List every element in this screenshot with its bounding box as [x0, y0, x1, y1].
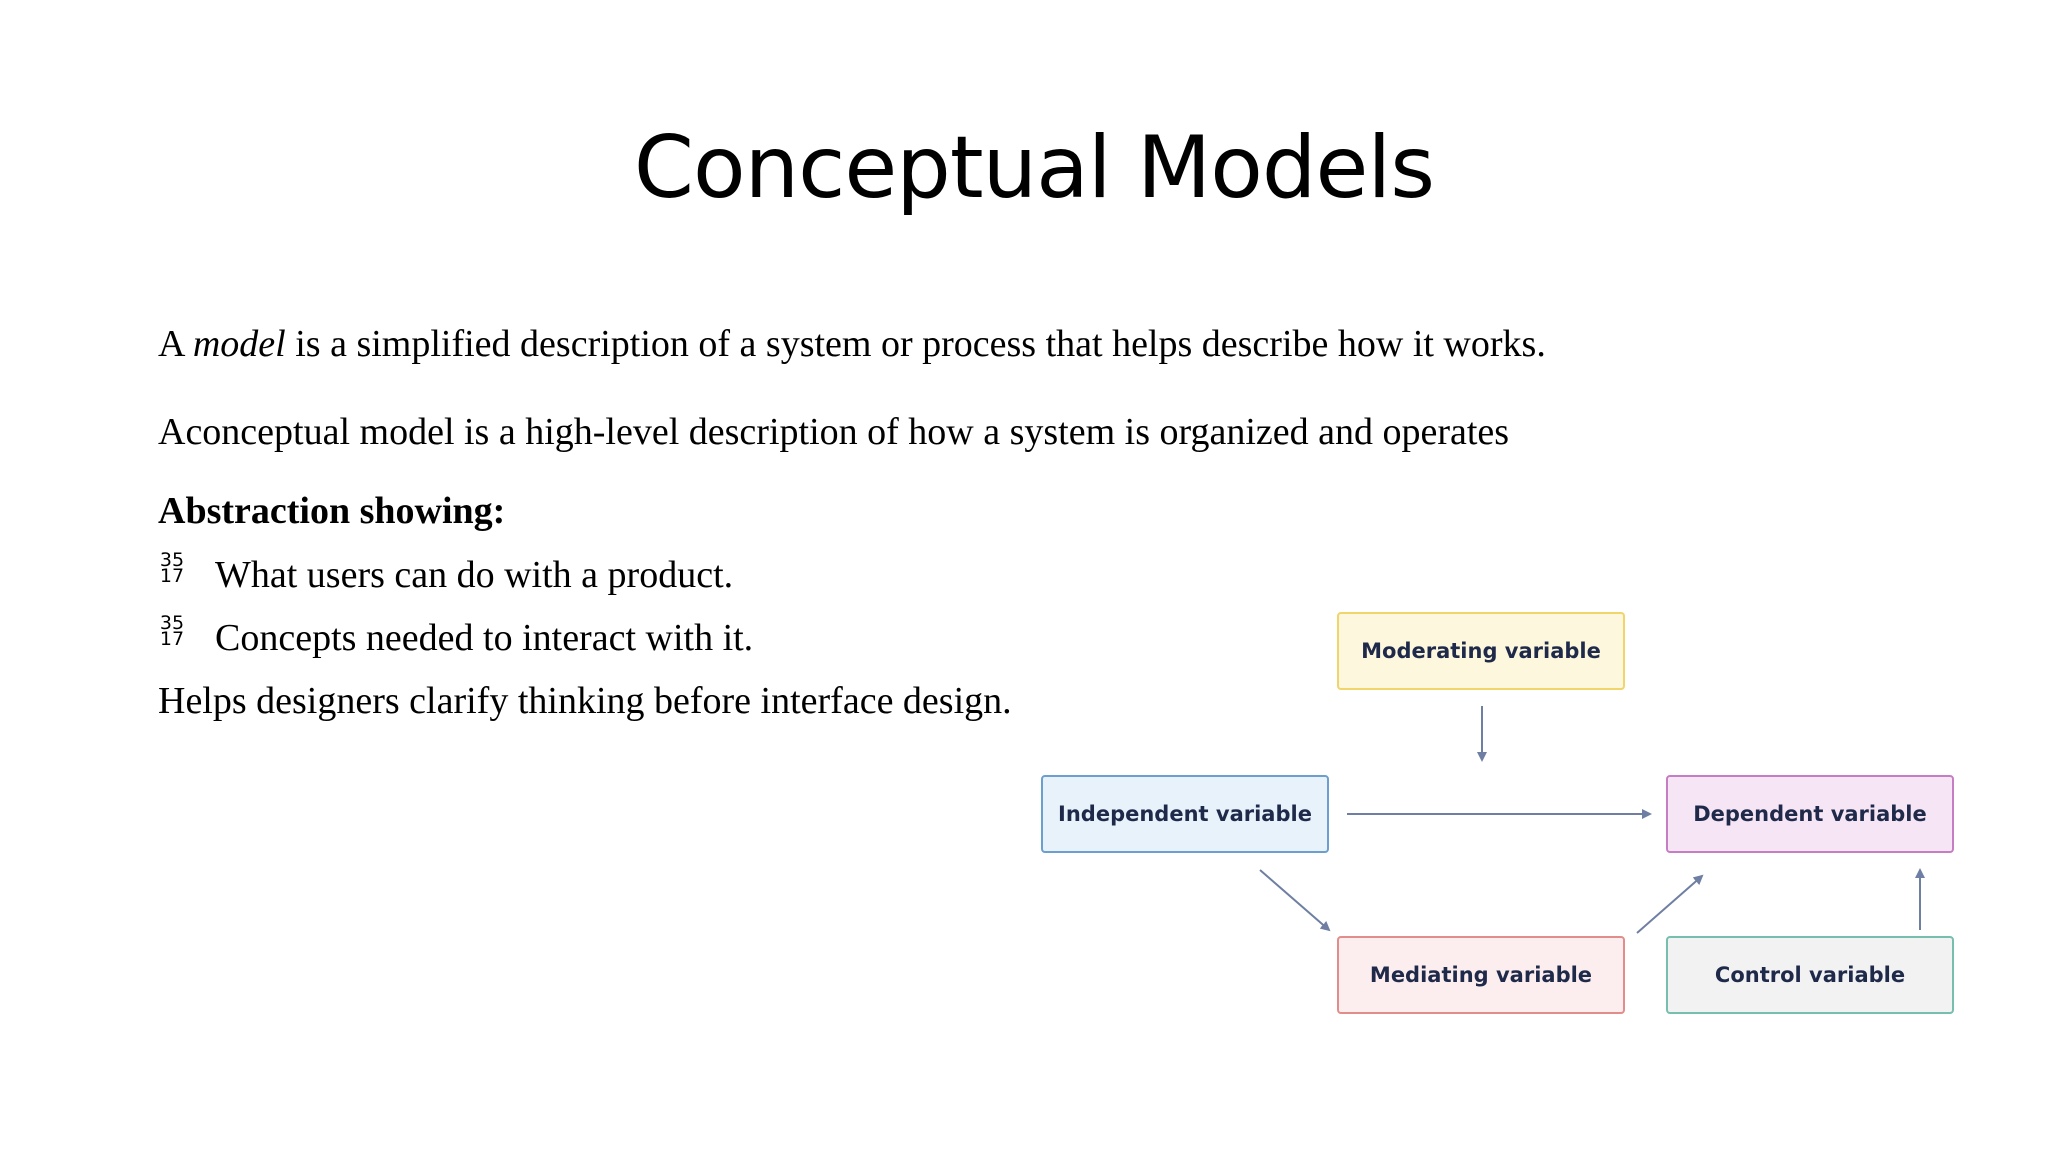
diagram-arrows: [1259, 706, 1925, 934]
mediating-variable-node: Mediating variable: [1337, 936, 1625, 1014]
bullet-marker-top: 35: [159, 549, 185, 571]
bullet-marker-bottom: 17: [159, 565, 185, 587]
independent-variable-node: Independent variable: [1041, 775, 1329, 853]
bullet-item: Concepts needed to interact with it.: [215, 617, 754, 659]
moderating-variable-node: Moderating variable: [1337, 612, 1625, 690]
conceptual-model-paragraph: Aconceptual model is a high-level descri…: [158, 411, 1510, 453]
control-variable-node: Control variable: [1666, 936, 1954, 1014]
bullet-marker-bottom: 17: [159, 628, 185, 650]
slide-title: Conceptual Models: [633, 118, 1435, 218]
model-definition-paragraph: A model is a simplified description of a…: [158, 322, 1546, 366]
bullet-marker: 35 17: [158, 549, 186, 587]
arrow-independent-to-mediating: [1259, 869, 1331, 932]
model-term: model: [192, 323, 286, 365]
bullet-marker-top: 35: [159, 612, 185, 634]
dependent-variable-node: Dependent variable: [1666, 775, 1954, 853]
bullet-marker: 35 17: [158, 612, 186, 650]
arrow-mediating-to-dependent: [1636, 874, 1704, 934]
closing-paragraph: Helps designers clarify thinking before …: [158, 680, 1012, 722]
variables-diagram: Moderating variable Independent variable…: [1030, 600, 2000, 1040]
abstraction-heading: Abstraction showing:: [158, 490, 506, 532]
model-definition-prefix: A: [158, 323, 193, 365]
model-definition-suffix: is a simplified description of a system …: [285, 323, 1546, 365]
bullet-item: What users can do with a product.: [215, 554, 734, 596]
